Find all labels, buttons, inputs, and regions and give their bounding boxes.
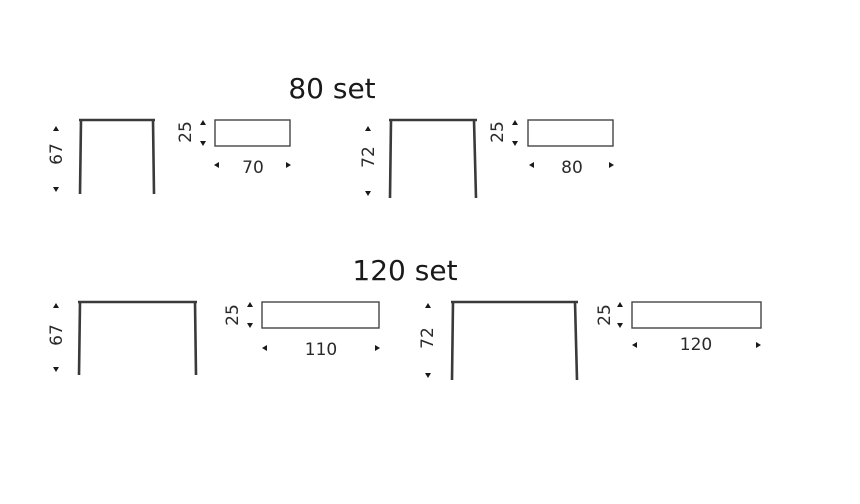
height-arrow-up [365,126,371,131]
set-80: 80 set 67 25 70 72 [47,72,614,199]
tabletop-outline [261,301,380,329]
width-label: 70 [242,158,264,178]
depth-label: 25 [488,121,508,143]
depth-label: 25 [176,121,196,143]
table-leg-right [573,301,579,381]
table-leg-left [77,301,82,376]
height-label: 67 [47,324,67,346]
width-label: 110 [305,340,337,360]
front-view-unit-2: 72 [359,118,478,199]
set-120: 120 set 67 25 110 72 [47,254,762,381]
width-arrow-right [375,345,380,351]
height-arrow-down [425,373,431,378]
width-label: 80 [561,158,583,178]
depth-arrow-down [200,141,206,146]
table-leg-right [193,301,198,376]
table-leg-left [78,119,83,195]
height-arrow-down [53,187,59,192]
height-label: 72 [418,327,438,349]
depth-label: 25 [595,304,615,326]
front-view-unit-1: 67 [47,300,198,376]
tabletop-outline [527,119,614,147]
width-arrow-right [609,162,614,168]
width-arrow-right [286,162,291,168]
height-arrow-down [53,367,59,372]
width-arrow-left [529,162,534,168]
top-view-unit-2: 25 80 [488,119,614,178]
width-arrow-left [262,345,267,351]
set-title: 80 set [288,72,375,105]
width-arrow-right [756,342,761,348]
table-leg-right [151,119,156,195]
height-label: 72 [359,146,379,168]
width-arrow-left [214,162,219,168]
width-label: 120 [680,335,712,355]
depth-arrow-up [200,120,206,125]
top-view-unit-2: 25 120 [595,301,762,355]
height-arrow-down [365,191,371,196]
depth-arrow-up [512,120,518,125]
table-leg-left [450,301,455,381]
depth-arrow-down [617,323,623,328]
table-leg-right [472,119,478,199]
front-view-unit-2: 72 [418,300,579,381]
depth-arrow-up [617,302,623,307]
height-arrow-up [425,303,431,308]
depth-arrow-down [247,323,253,328]
depth-label: 25 [223,304,243,326]
height-arrow-up [53,303,59,308]
top-view-unit-1: 25 110 [223,301,380,360]
height-arrow-up [53,126,59,131]
front-view-unit-1: 67 [47,118,156,195]
tabletop-outline [631,301,762,329]
set-title: 120 set [352,254,457,287]
height-label: 67 [47,143,67,165]
tabletop-outline [214,119,291,147]
depth-arrow-up [247,302,253,307]
table-leg-left [388,119,393,199]
width-arrow-left [632,342,637,348]
top-view-unit-1: 25 70 [176,119,291,178]
depth-arrow-down [512,141,518,146]
